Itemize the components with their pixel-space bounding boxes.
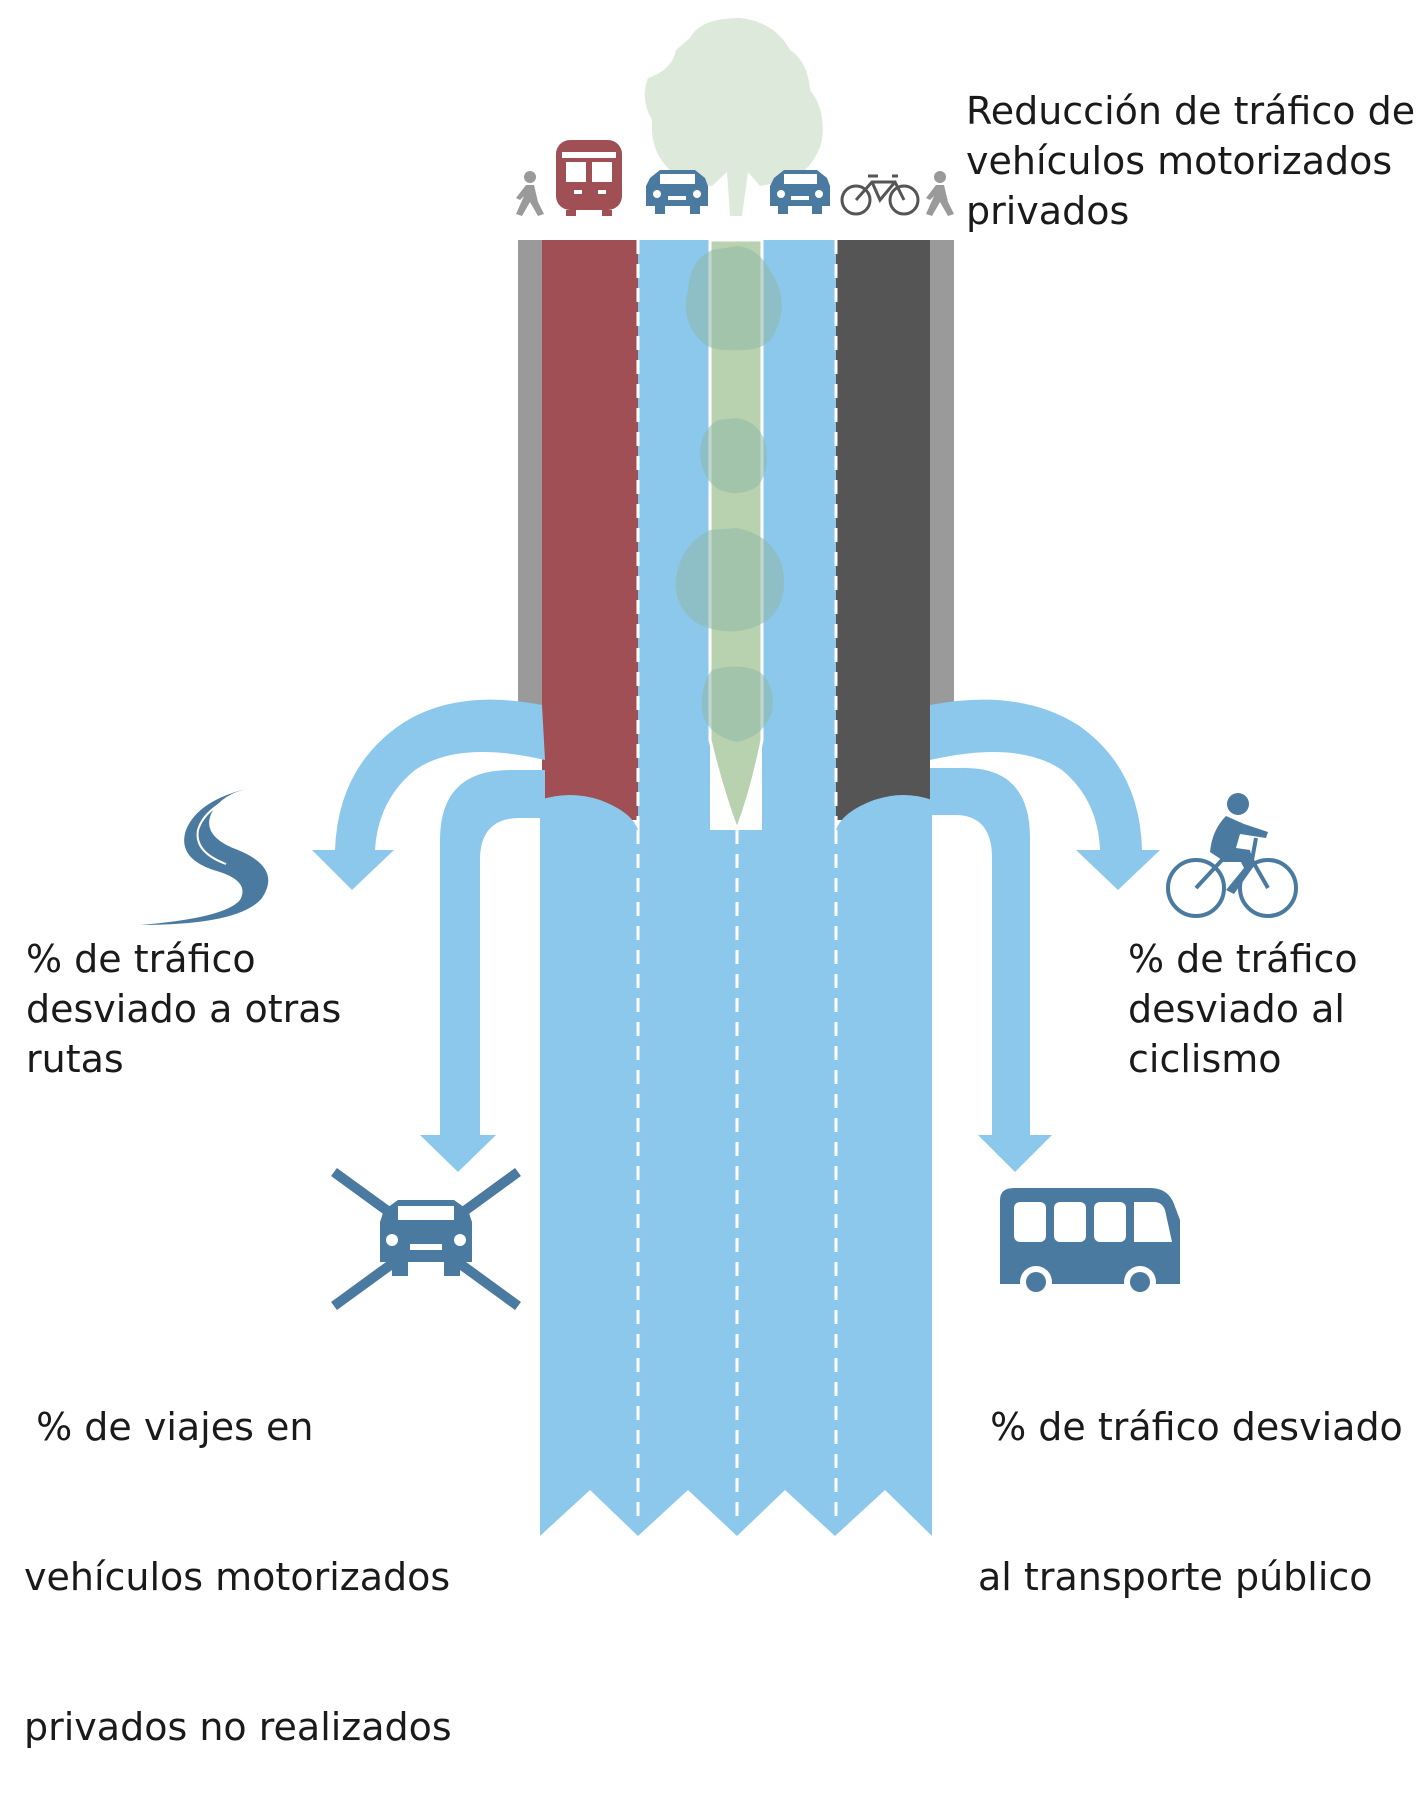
left-sidewalk: [518, 240, 542, 710]
street-section: [518, 238, 954, 835]
label-line: rutas: [26, 1037, 124, 1081]
car-icon: [646, 170, 708, 214]
right-sidewalk: [930, 240, 954, 710]
label-line: Reducción de tráfico de: [966, 89, 1416, 133]
label-line: al transporte público: [978, 1555, 1373, 1599]
lane-divider-lines: [636, 240, 838, 830]
bicycle-icon: [840, 174, 920, 216]
bike-lane: [836, 240, 930, 820]
other-routes-label: % de tráfico desviado a otras rutas: [26, 934, 341, 1084]
pedestrian-icon: [516, 171, 544, 216]
label-line: % de viajes en: [24, 1405, 314, 1449]
cycling-shift-label: % de tráfico desviado al ciclismo: [1128, 934, 1358, 1084]
label-line: vehículos motorizados: [966, 139, 1393, 183]
label-line: vehículos motorizados: [24, 1555, 451, 1599]
car-lane-right: [762, 240, 836, 830]
label-line: desviado al: [1128, 987, 1345, 1031]
label-line: desviado a otras: [26, 987, 342, 1031]
pedestrian-icon: [926, 171, 954, 216]
traffic-reduction-label: Reducción de tráfico de vehículos motori…: [966, 86, 1415, 236]
outer-left-curved-arrow: [312, 699, 545, 890]
label-line: ciclismo: [1128, 1037, 1282, 1081]
trips-not-made-label: % de viajes en vehículos motorizados pri…: [24, 1302, 452, 1802]
flow-lane-lines: [636, 830, 838, 1520]
label-line: privados no realizados: [24, 1705, 452, 1749]
median-tree-shadows: [675, 246, 785, 742]
car-icon: [770, 170, 830, 214]
outer-right-curved-arrow: [930, 699, 1160, 890]
traffic-evaporation-diagram: [140, 18, 1298, 1536]
inner-left-hook-arrow: [420, 770, 545, 1172]
bus-lane: [542, 240, 638, 820]
tree-icon: [644, 18, 823, 216]
inner-right-hook-arrow: [930, 768, 1052, 1172]
winding-road-icon: [140, 788, 269, 925]
label-line: % de tráfico: [26, 937, 256, 981]
crossed-car-icon: [331, 1167, 521, 1311]
label-line: % de tráfico desviado: [978, 1405, 1403, 1449]
label-line: % de tráfico: [1128, 937, 1358, 981]
label-line: privados: [966, 189, 1130, 233]
car-lane-left: [638, 240, 710, 830]
cyclist-icon: [1166, 793, 1298, 918]
public-transport-label: % de tráfico desviado al transporte públ…: [978, 1302, 1403, 1652]
bus-icon: [1000, 1188, 1180, 1298]
tram-icon: [556, 140, 622, 216]
